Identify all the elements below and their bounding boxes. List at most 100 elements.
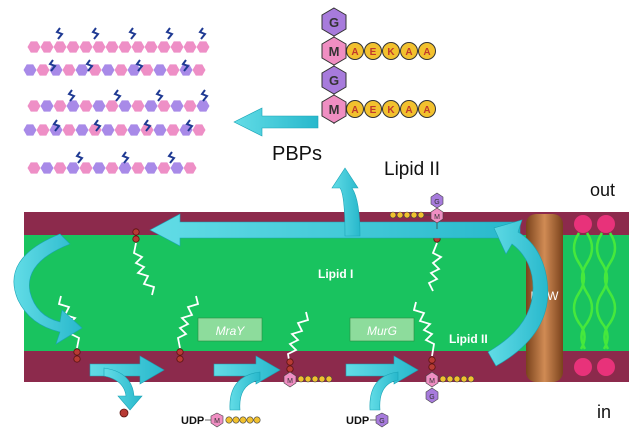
- mesh-sugar: [101, 64, 115, 76]
- mesh-sugar: [40, 41, 54, 53]
- mesh-sugar: [27, 100, 41, 112]
- mray-label: MraY: [216, 324, 246, 338]
- in-label: in: [597, 402, 611, 422]
- mesh-crosslink: [165, 27, 174, 40]
- mesh-sugar: [157, 162, 171, 174]
- peptide-2-aa-4: A: [405, 105, 412, 116]
- mesh-sugar: [170, 100, 184, 112]
- mesh-sugar: [36, 64, 50, 76]
- mesh-sugar: [144, 100, 158, 112]
- mesh-crosslink: [48, 59, 57, 72]
- mesh-crosslink: [75, 151, 84, 164]
- mesh-sugar: [131, 41, 145, 53]
- arrow-up-to-lipid-ii: [331, 167, 361, 237]
- mesh-sugar: [53, 100, 67, 112]
- mesh-sugar: [196, 100, 210, 112]
- mesh-sugar: [170, 162, 184, 174]
- mesh-crosslink: [200, 89, 209, 102]
- glcnac-letter-2: G: [329, 73, 339, 88]
- mesh-sugar: [75, 64, 89, 76]
- mesh-sugar: [79, 41, 93, 53]
- lipid-ii-top-label: Lipid II: [384, 159, 440, 180]
- mesh-sugar: [105, 162, 119, 174]
- mesh-sugar: [114, 124, 128, 136]
- mesh-crosslink: [121, 151, 130, 164]
- mesh-sugar: [92, 100, 106, 112]
- mesh-crosslink: [185, 119, 194, 132]
- mesh-sugar: [23, 64, 37, 76]
- mesh-sugar: [183, 41, 197, 53]
- peptide-1-aa-1: A: [351, 47, 358, 58]
- mesh-crosslink: [55, 27, 64, 40]
- mesh-sugar: [179, 124, 193, 136]
- lipid-heads: [572, 215, 617, 376]
- mesh-sugar: [53, 41, 67, 53]
- mesh-sugar: [105, 100, 119, 112]
- glcnac-hex-1: [321, 7, 347, 37]
- murnac-letter-2: M: [329, 102, 340, 117]
- mesh-crosslink: [67, 89, 76, 102]
- arrow-curve-left: [13, 233, 83, 345]
- mesh-sugar: [36, 124, 50, 136]
- mesh-sugar: [118, 41, 132, 53]
- mesh-sugar: [170, 41, 184, 53]
- peptide-1-aa-2: E: [370, 47, 377, 58]
- udp-glcnac-g-letter: G: [379, 418, 384, 425]
- mesh-sugar: [53, 162, 67, 174]
- lipid-ii-inner-label: Lipid II: [449, 332, 488, 346]
- arrow-udp-murnac-in: [229, 371, 261, 411]
- udp-murnac-pentapeptide: UDP M: [181, 412, 261, 428]
- murnac-letter-1: M: [329, 44, 340, 59]
- mesh-crosslink: [52, 119, 61, 132]
- mesh-sugar: [49, 64, 63, 76]
- mesh-sugar: [27, 41, 41, 53]
- peptide-chain-2: A E K A A: [346, 100, 436, 118]
- mesh-sugar: [144, 41, 158, 53]
- mesh-sugar: [183, 100, 197, 112]
- murnac-hex-2: [321, 94, 347, 124]
- mesh-sugar: [166, 64, 180, 76]
- murg-label: MurG: [367, 324, 397, 338]
- mesh-crosslink: [181, 59, 190, 72]
- lipid-ii-flipped: G M: [389, 192, 444, 229]
- mesh-sugar: [196, 41, 210, 53]
- mesh-sugar: [79, 162, 93, 174]
- mesh-sugar: [92, 162, 106, 174]
- mesh-sugar: [62, 64, 76, 76]
- mesh-crosslink: [128, 27, 137, 40]
- mesh-sugar: [66, 162, 80, 174]
- mesh-sugar: [153, 64, 167, 76]
- arrow-bottom-3: [345, 355, 419, 385]
- mesh-sugar: [127, 64, 141, 76]
- arrow-udp-glcnac-in: [369, 371, 399, 411]
- mesh-sugar: [131, 100, 145, 112]
- flipped-g-letter: G: [434, 199, 439, 206]
- glcnac-letter-1: G: [329, 15, 339, 30]
- mesh-sugar: [183, 162, 197, 174]
- peptide-2-aa-3: K: [387, 105, 395, 116]
- mesh-sugar: [27, 162, 41, 174]
- mesh-sugar: [79, 100, 93, 112]
- udp-murnac-label: UDP: [181, 415, 204, 427]
- udp-glcnac-label: UDP: [346, 415, 369, 427]
- mesh-sugar: [62, 124, 76, 136]
- mesh-sugar: [153, 124, 167, 136]
- arrow-flip-left: [149, 213, 521, 247]
- glcnac-hex-2: [321, 65, 347, 95]
- peptide-1-aa-4: A: [405, 47, 412, 58]
- mesh-sugar: [144, 162, 158, 174]
- mesh-sugar: [118, 162, 132, 174]
- mesh-sugar: [66, 100, 80, 112]
- mesh-crosslink: [155, 89, 164, 102]
- peptide-1-aa-3: K: [387, 47, 395, 58]
- mesh-sugar: [131, 162, 145, 174]
- mesh-sugar: [157, 41, 171, 53]
- arrow-bottom-1: [89, 355, 165, 385]
- mesh-crosslink: [198, 27, 207, 40]
- mesh-crosslink: [93, 119, 102, 132]
- flipped-m-letter: M: [434, 214, 440, 221]
- mesh-sugar: [118, 100, 132, 112]
- lipid-ii-bottom-g-letter: G: [429, 394, 434, 401]
- lipid-i-bottom: M: [283, 371, 333, 388]
